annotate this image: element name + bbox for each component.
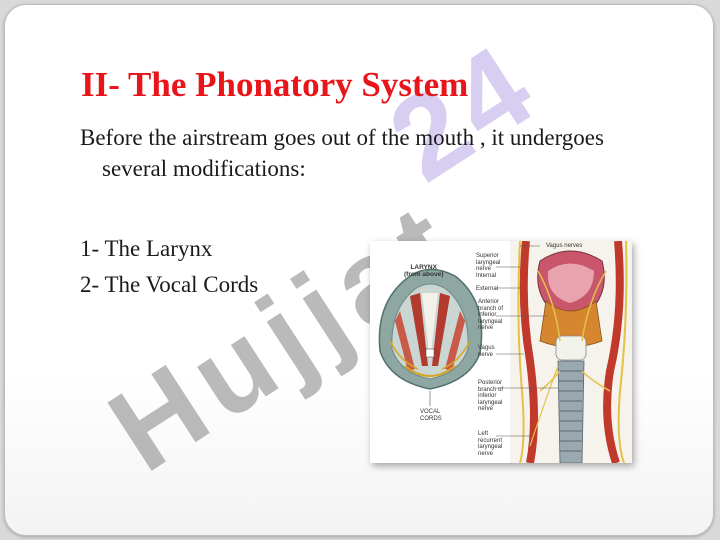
slide-title: II- The Phonatory System — [81, 65, 469, 104]
label-larynx-from-above: LARYNX (from above) — [404, 264, 444, 278]
intro-line-1: Before the airstream goes out of the mou… — [80, 125, 604, 150]
larynx-illustration — [378, 241, 632, 463]
label-external: External — [476, 286, 499, 292]
label-anterior-branch: Anterior branch of inferior laryngeal ne… — [478, 299, 504, 331]
list-item: 1- The Larynx — [80, 236, 213, 261]
label-superior-laryngeal-nerve: Superior laryngeal nerve — [476, 253, 501, 272]
intro-line-2: several modifications: — [102, 156, 306, 181]
label-vocal-cords: VOCAL CORDS — [420, 409, 442, 422]
label-posterior-branch: Posterior branch of inferior laryngeal n… — [478, 380, 504, 412]
list-item: 2- The Vocal Cords — [80, 272, 259, 297]
label-internal: Internal — [476, 273, 497, 279]
larynx-top-view — [378, 268, 483, 406]
intro-paragraph: Before the airstream goes out of the mou… — [80, 122, 690, 184]
neck-nerves-view — [510, 241, 632, 463]
topic-list: 1- The Larynx 2- The Vocal Cords — [80, 231, 258, 303]
label-leaders — [496, 245, 558, 437]
label-left-recurrent-laryngeal-nerve: Left recurrent laryngeal nerve — [478, 431, 503, 457]
larynx-anatomy-figure: LARYNX (from above) VOCAL CORDS Vagus ne… — [370, 241, 632, 463]
label-vagus-nerves: Vagus nerves — [546, 243, 583, 249]
slide: Hujjat 24 II- The Phonatory System Befor… — [4, 4, 714, 536]
label-vagus-nerve: Vagus nerve — [478, 345, 495, 358]
